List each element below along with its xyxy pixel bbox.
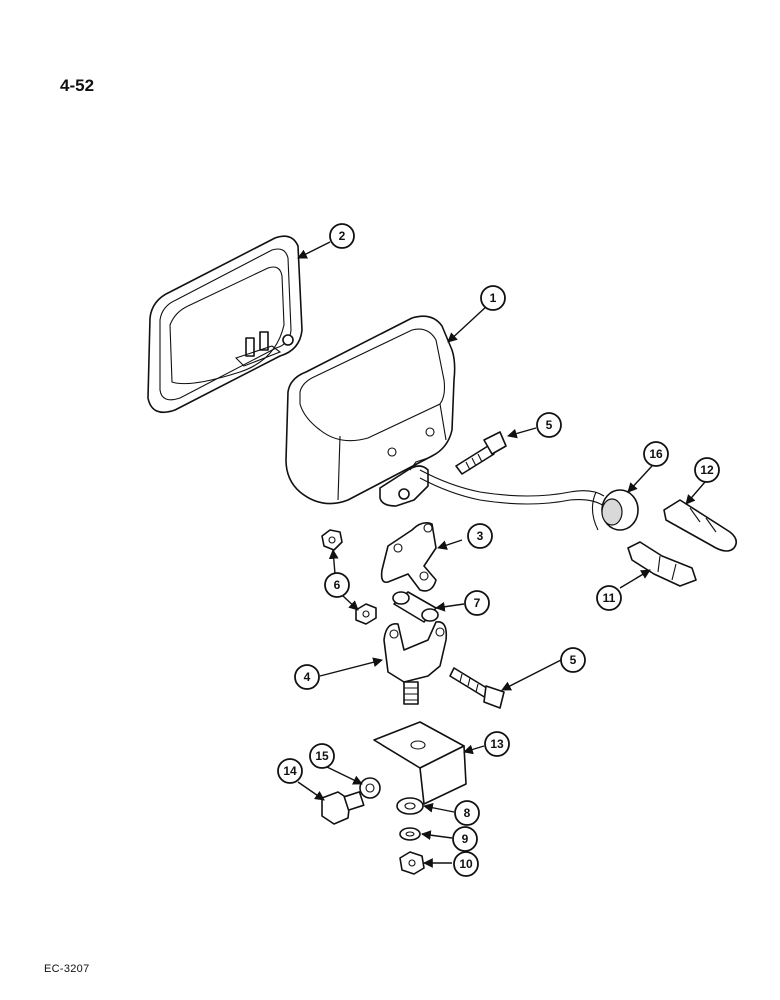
callout-2-label: 2 [339,229,346,243]
callout-1-label: 1 [490,291,497,305]
angle-bracket-part [373,721,467,805]
callout-13-label: 13 [490,737,504,751]
callout-11: 11 [596,585,622,611]
callout-14-label: 14 [283,764,297,778]
callout-8: 8 [454,800,480,826]
callout-11-label: 11 [603,591,616,605]
callout-6-label: 6 [334,578,341,592]
callout-2: 2 [329,223,355,249]
callout-10: 10 [453,851,479,877]
bracket-part [380,522,437,592]
callout-7-label: 7 [474,596,481,610]
callout-5-upper-label: 5 [546,418,553,432]
callout-14: 14 [277,758,303,784]
callout-15: 15 [309,743,335,769]
connector-sleeve-part [663,499,738,552]
callout-6: 6 [324,572,350,598]
callout-5-lower-label: 5 [570,653,577,667]
callout-12: 12 [694,457,720,483]
callout-9: 9 [452,826,478,852]
callout-16: 16 [643,441,669,467]
hex-bolt-part [321,791,365,825]
callout-3: 3 [467,523,493,549]
spacer-tube-part [392,591,439,623]
flat-washer-part [396,797,424,815]
callout-3-label: 3 [477,529,484,543]
terminal-connector-part [627,541,697,587]
grommet-part [591,489,639,531]
callout-12-label: 12 [700,463,714,477]
callout-13: 13 [484,731,510,757]
callout-7: 7 [464,590,490,616]
callout-1: 1 [480,285,506,311]
callout-10-label: 10 [459,857,473,871]
lamp-cable [419,469,605,507]
callout-8-label: 8 [464,806,471,820]
lower-nut-part [355,603,377,625]
lamp-lens-part [147,235,303,414]
figure-code: EC-3207 [44,963,90,975]
lock-washer-part [399,827,421,841]
lower-bolt-part [449,667,505,709]
callout-16-label: 16 [649,447,663,461]
callout-4-label: 4 [304,670,311,684]
leader-lines [297,241,706,868]
upper-bolt-part [455,431,507,475]
callout-15-label: 15 [315,749,329,763]
lamp-housing-part [285,315,456,507]
callout-9-label: 9 [462,832,469,846]
upper-nut-part [321,529,343,551]
callout-5-upper: 5 [536,412,562,438]
page-number: 4-52 [60,76,95,95]
flat-washer-left-part [359,777,381,799]
stud-bracket-part [383,621,448,705]
callout-5-lower: 5 [560,647,586,673]
hex-nut-part [399,851,425,875]
callout-4: 4 [294,664,320,690]
